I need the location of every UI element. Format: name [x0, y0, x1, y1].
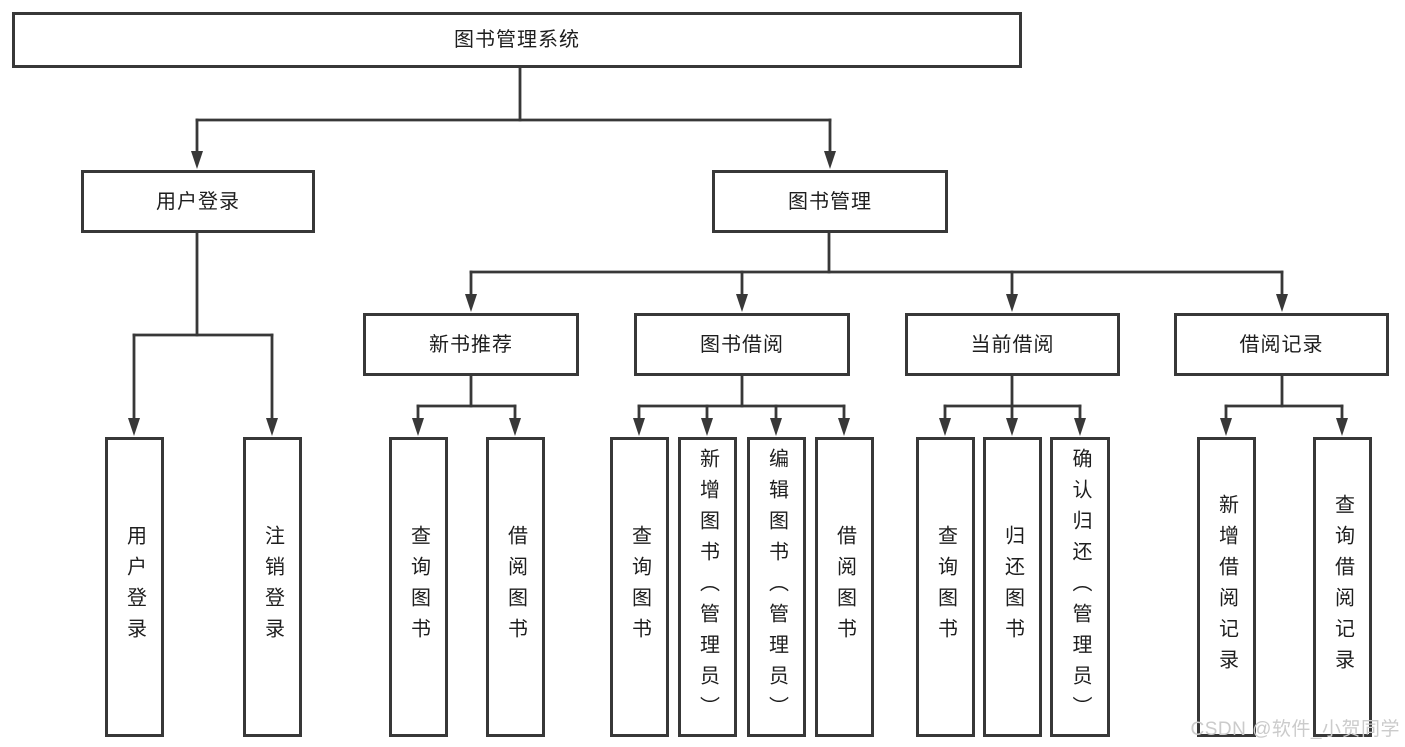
node-borrow-books-leaf-label: 借阅图书	[833, 525, 856, 649]
node-query-books-recommend: 查询图书	[389, 437, 448, 737]
node-query-books-current: 查询图书	[916, 437, 975, 737]
node-logout-leaf-label: 注销登录	[261, 525, 284, 649]
node-borrow-books-recommend: 借阅图书	[486, 437, 545, 737]
node-logout-leaf: 注销登录	[243, 437, 302, 737]
node-query-borrow-record-label: 查询借阅记录	[1331, 494, 1354, 680]
node-add-borrow-record: 新增借阅记录	[1197, 437, 1256, 737]
node-user-login-leaf: 用户登录	[105, 437, 164, 737]
node-query-books-recommend-label: 查询图书	[407, 525, 430, 649]
node-add-books-admin-label: 新增图书（管理员）	[696, 447, 719, 727]
node-book-borrow-label: 图书借阅	[700, 333, 784, 356]
node-query-borrow-record: 查询借阅记录	[1313, 437, 1372, 737]
node-query-books-current-label: 查询图书	[934, 525, 957, 649]
node-root: 图书管理系统	[12, 12, 1022, 68]
node-current-borrow-label: 当前借阅	[970, 333, 1055, 356]
node-query-books-borrow: 查询图书	[610, 437, 669, 737]
node-root-label: 图书管理系统	[454, 29, 580, 51]
node-borrow-records-label: 借阅记录	[1239, 333, 1324, 356]
node-new-book-recommend-label: 新书推荐	[429, 333, 513, 356]
node-new-book-recommend: 新书推荐	[363, 313, 579, 376]
node-user-login-leaf-label: 用户登录	[123, 525, 146, 649]
node-user-login-label: 用户登录	[156, 190, 240, 213]
node-query-books-borrow-label: 查询图书	[628, 525, 651, 649]
node-book-borrow: 图书借阅	[634, 313, 850, 376]
node-add-borrow-record-label: 新增借阅记录	[1215, 494, 1238, 680]
node-edit-books-admin-label: 编辑图书（管理员）	[765, 447, 788, 727]
node-return-books-label: 归还图书	[1001, 525, 1024, 649]
csdn-watermark: CSDN @软件_小贺同学	[1190, 719, 1400, 740]
node-confirm-return-admin: 确认归还（管理员）	[1050, 437, 1110, 737]
node-add-books-admin: 新增图书（管理员）	[678, 437, 737, 737]
node-book-management-label: 图书管理	[788, 190, 872, 213]
node-current-borrow: 当前借阅	[905, 313, 1120, 376]
node-confirm-return-admin-label: 确认归还（管理员）	[1069, 447, 1091, 727]
node-user-login: 用户登录	[81, 170, 315, 233]
node-borrow-records: 借阅记录	[1174, 313, 1389, 376]
node-borrow-books-recommend-label: 借阅图书	[504, 525, 527, 649]
node-return-books: 归还图书	[983, 437, 1042, 737]
node-book-management: 图书管理	[712, 170, 948, 233]
node-borrow-books-leaf: 借阅图书	[815, 437, 874, 737]
node-edit-books-admin: 编辑图书（管理员）	[747, 437, 806, 737]
